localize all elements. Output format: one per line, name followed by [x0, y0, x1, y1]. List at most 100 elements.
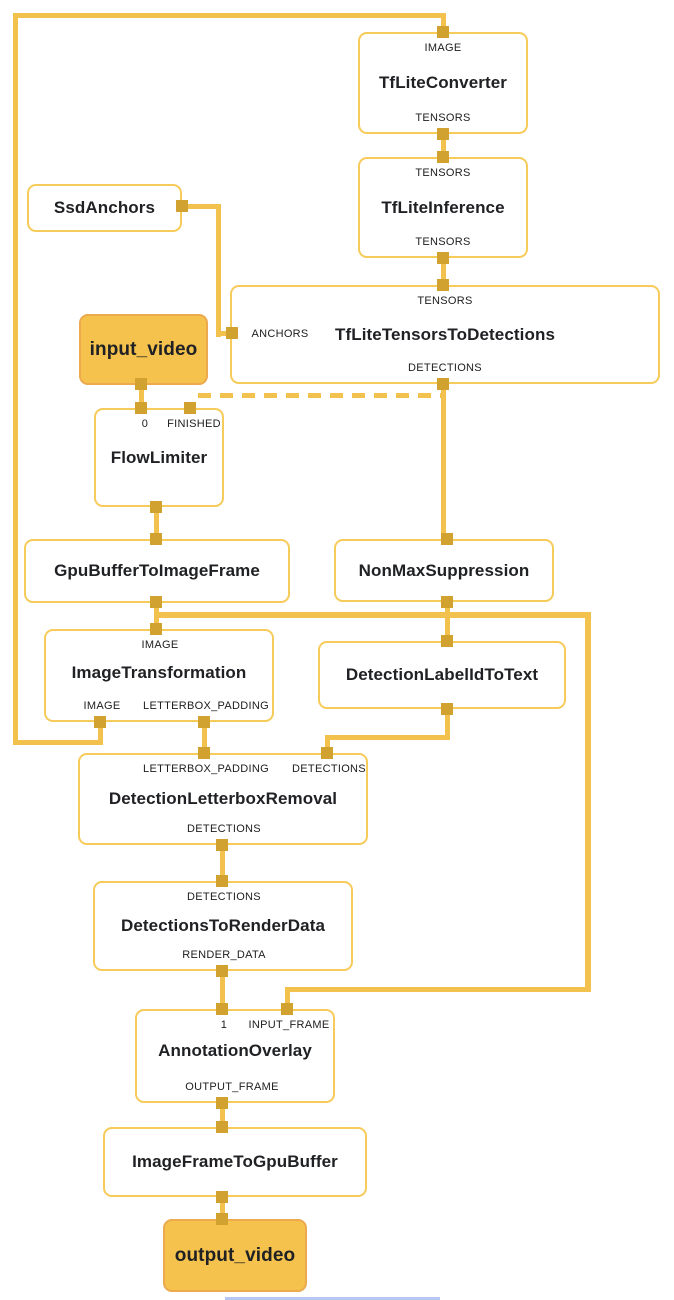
port-inputvideo-out — [135, 378, 147, 390]
node-title: DetectionLetterboxRemoval — [108, 789, 338, 808]
port-flowlimiter-0-in — [135, 402, 147, 414]
port-imageframetogpu-in — [216, 1121, 228, 1133]
port-imageframetogpu-out — [216, 1191, 228, 1203]
port-letterboxremoval-padding-in — [198, 747, 210, 759]
port-label-image-out: IMAGE — [83, 700, 121, 712]
port-letterboxremoval-detections-in — [321, 747, 333, 759]
port-label-image-in: IMAGE — [424, 42, 462, 54]
port-label-detections-in: DETECTIONS — [187, 891, 261, 903]
edge-anchors-v — [216, 204, 221, 337]
edge-image-loop-top — [13, 13, 446, 18]
node-gpubuffer-to-imageframe[interactable]: GpuBufferToImageFrame — [24, 539, 290, 603]
port-nms-out — [441, 596, 453, 608]
edge-imageframe-outputvideo — [220, 1194, 225, 1222]
node-title: SsdAnchors — [53, 198, 156, 217]
node-title: DetectionLabelIdToText — [345, 665, 539, 684]
port-labelid-out — [441, 703, 453, 715]
edge-tensors-1 — [441, 128, 446, 162]
port-label-tensors-in: TENSORS — [417, 295, 473, 307]
port-flowlimiter-finished-in — [184, 402, 196, 414]
edge-nms-labelid — [445, 599, 450, 644]
port-label-tensors-out: TENSORS — [415, 112, 471, 124]
port-label-finished-in: FINISHED — [167, 418, 221, 430]
node-title: ImageFrameToGpuBuffer — [132, 1152, 338, 1171]
edge-labelid-h — [325, 735, 450, 740]
port-label-detections-out: DETECTIONS — [408, 362, 482, 374]
node-image-transformation[interactable]: IMAGE ImageTransformation IMAGE LETTERBO… — [44, 629, 274, 722]
node-output-video[interactable]: output_video — [163, 1219, 307, 1292]
edge-image-loop-left — [13, 13, 18, 745]
edge-anchors-h1 — [180, 204, 220, 209]
edge-renderdata-overlay — [220, 968, 225, 1012]
port-inference-tensors-in — [437, 151, 449, 163]
port-imagetransformation-image-out — [94, 716, 106, 728]
edge-anchors-h2 — [216, 331, 234, 336]
node-detection-letterbox-removal[interactable]: LETTERBOX_PADDING DETECTIONS DetectionLe… — [78, 753, 368, 845]
node-title: NonMaxSuppression — [358, 560, 530, 580]
port-outputvideo-in — [216, 1213, 228, 1225]
port-overlay-outputframe-out — [216, 1097, 228, 1109]
port-nms-in — [441, 533, 453, 545]
port-label-detections-out: DETECTIONS — [187, 823, 261, 835]
edge-inputvideo-flowlimiter — [139, 380, 144, 411]
port-labelid-in — [441, 635, 453, 647]
port-converter-tensors-out — [437, 128, 449, 140]
port-overlay-inputframe-in — [281, 1003, 293, 1015]
port-imagetransformation-letterbox-out — [198, 716, 210, 728]
node-title: DetectionsToRenderData — [120, 916, 326, 935]
edge-frame-branch-bottom-h — [285, 987, 591, 992]
port-renderdata-detections-in — [216, 875, 228, 887]
port-label-tensors-in: TENSORS — [415, 167, 471, 179]
node-title: TfLiteConverter — [378, 73, 508, 92]
port-label-tensors-out: TENSORS — [415, 236, 471, 248]
edge-tensors-2 — [441, 252, 446, 290]
node-imageframe-to-gpubuffer[interactable]: ImageFrameToGpuBuffer — [103, 1127, 367, 1197]
bottom-partial-blue-bar — [225, 1297, 440, 1300]
node-title: GpuBufferToImageFrame — [54, 561, 260, 580]
node-tflite-converter[interactable]: IMAGE TfLiteConverter TENSORS — [358, 32, 528, 134]
edge-frame-branch-right-v — [585, 612, 591, 992]
edge-image-loop-stub — [98, 722, 103, 745]
edge-frame-branch-into-overlay — [285, 987, 290, 1012]
port-label-input-frame-in: INPUT_FRAME — [248, 1019, 330, 1031]
edge-letterbox-renderdata — [220, 841, 225, 884]
port-label-image-in: IMAGE — [141, 639, 179, 651]
node-non-max-suppression[interactable]: NonMaxSuppression — [334, 539, 554, 602]
port-imagetransformation-image-in — [150, 623, 162, 635]
edge-overlay-imageframe — [220, 1100, 225, 1130]
edge-finished-dashed — [198, 393, 444, 398]
node-ssd-anchors[interactable]: SsdAnchors — [27, 184, 182, 232]
node-title: FlowLimiter — [110, 448, 208, 467]
edge-letterboxpadding — [202, 718, 207, 759]
port-label-render-data-out: RENDER_DATA — [182, 949, 266, 961]
node-title: AnnotationOverlay — [158, 1041, 312, 1060]
node-tflite-inference[interactable]: TENSORS TfLiteInference TENSORS — [358, 157, 528, 258]
node-flow-limiter[interactable]: 0 FINISHED FlowLimiter — [94, 408, 224, 507]
port-gpubuffer-out — [150, 596, 162, 608]
port-renderdata-out — [216, 965, 228, 977]
port-inference-tensors-out — [437, 252, 449, 264]
node-input-video[interactable]: input_video — [79, 314, 208, 385]
node-detections-to-renderdata[interactable]: DETECTIONS DetectionsToRenderData RENDER… — [93, 881, 353, 971]
node-title: ImageTransformation — [71, 663, 247, 682]
node-detection-labelid-to-text[interactable]: DetectionLabelIdToText — [318, 641, 566, 709]
port-converter-image-in — [437, 26, 449, 38]
edge-labelid-v1 — [445, 706, 450, 740]
node-tflite-tensors-to-detections[interactable]: TENSORS ANCHORS TfLiteTensorsToDetection… — [230, 285, 660, 384]
node-title: TfLiteTensorsToDetections — [334, 324, 556, 344]
node-title: TfLiteInference — [381, 197, 505, 217]
port-flowlimiter-out — [150, 501, 162, 513]
port-label-0-in: 0 — [141, 418, 149, 430]
port-overlay-1-in — [216, 1003, 228, 1015]
node-annotation-overlay[interactable]: 1 INPUT_FRAME AnnotationOverlay OUTPUT_F… — [135, 1009, 335, 1103]
port-label-letterbox-padding-out: LETTERBOX_PADDING — [143, 700, 269, 712]
port-ttd-anchors-in — [226, 327, 238, 339]
edge-flowlimiter-gpubuffer — [154, 503, 159, 542]
port-letterboxremoval-detections-out — [216, 839, 228, 851]
node-title: output_video — [174, 1244, 296, 1266]
edge-frame-branch-h — [154, 612, 591, 618]
node-title: input_video — [89, 338, 198, 360]
port-label-letterbox-padding-in: LETTERBOX_PADDING — [143, 763, 269, 775]
port-label-output-frame-out: OUTPUT_FRAME — [185, 1081, 279, 1093]
